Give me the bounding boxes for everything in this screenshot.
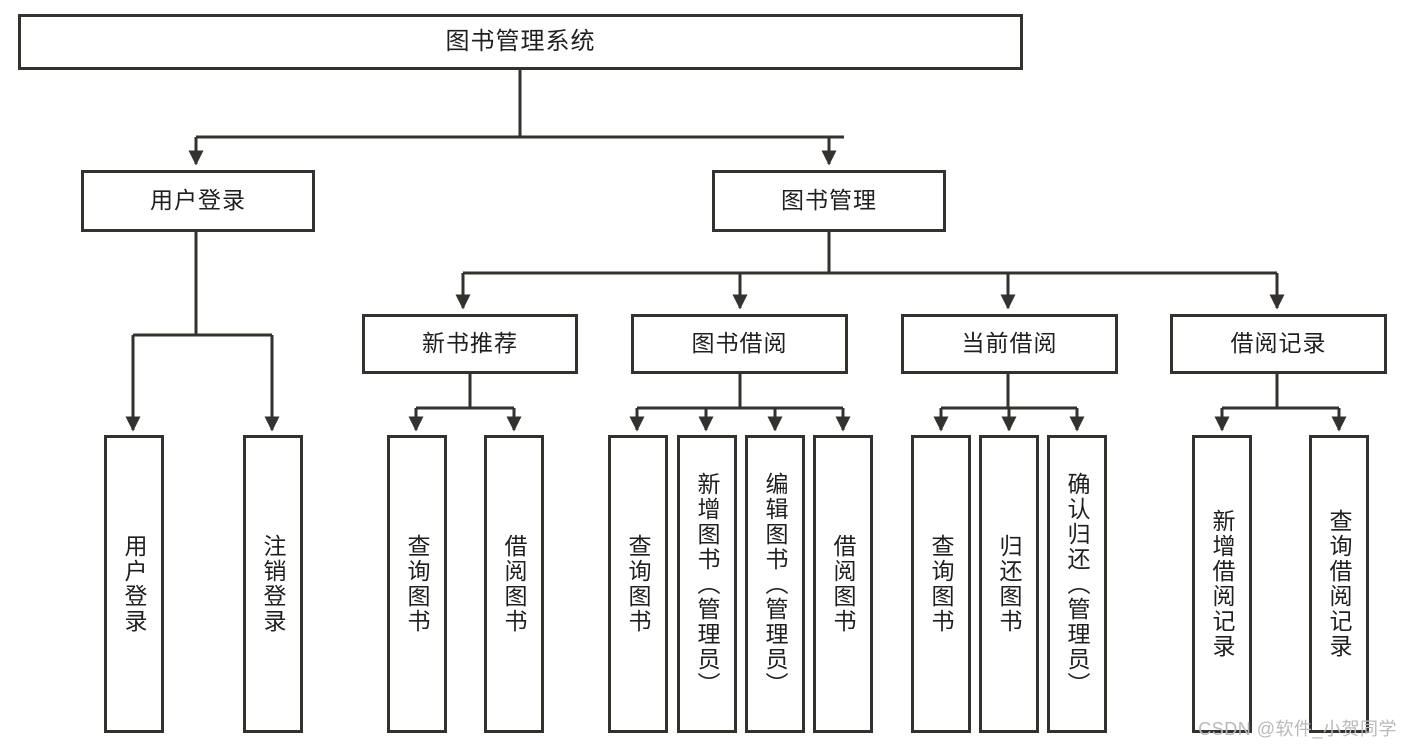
node-label: 图书管理: [781, 187, 877, 214]
node-label: 编辑图书（管理员）: [762, 471, 789, 697]
node-label: 借阅图书: [830, 534, 857, 634]
node-leaf-edit-book[interactable]: 编辑图书（管理员）: [745, 435, 805, 733]
node-leaf-query-book-1[interactable]: 查询图书: [387, 435, 447, 733]
node-leaf-confirm-return[interactable]: 确认归还（管理员）: [1047, 435, 1107, 733]
node-leaf-user-logout[interactable]: 注销登录: [243, 435, 303, 733]
node-leaf-add-book[interactable]: 新增图书（管理员）: [677, 435, 737, 733]
node-book-borrow[interactable]: 图书借阅: [631, 314, 848, 374]
node-leaf-borrow-book-2[interactable]: 借阅图书: [813, 435, 873, 733]
node-label: 新增借阅记录: [1209, 509, 1236, 659]
csdn-watermark: CSDN @软件_小贺同学: [1198, 719, 1397, 739]
node-label: 查询借阅记录: [1326, 509, 1353, 659]
node-label: 图书借阅: [691, 330, 788, 357]
node-label: 新书推荐: [422, 330, 518, 357]
node-label: 归还图书: [996, 534, 1023, 634]
node-borrow-record[interactable]: 借阅记录: [1170, 314, 1387, 374]
node-user-login[interactable]: 用户登录: [81, 170, 315, 232]
node-label: 用户登录: [121, 534, 148, 634]
node-label: 注销登录: [260, 534, 287, 634]
node-label: 用户登录: [150, 187, 246, 214]
node-leaf-query-book-3[interactable]: 查询图书: [911, 435, 971, 733]
node-book-management-system[interactable]: 图书管理系统: [18, 14, 1023, 70]
node-leaf-add-record[interactable]: 新增借阅记录: [1192, 435, 1252, 733]
node-label: 新增图书（管理员）: [694, 471, 721, 697]
node-label: 确认归还（管理员）: [1064, 471, 1091, 697]
node-book-management[interactable]: 图书管理: [712, 170, 946, 232]
node-label: 查询图书: [625, 534, 652, 634]
node-current-borrow[interactable]: 当前借阅: [901, 314, 1118, 374]
node-label: 查询图书: [404, 534, 431, 634]
node-label: 借阅记录: [1230, 330, 1327, 357]
node-label: 图书管理系统: [445, 27, 596, 55]
node-leaf-return-book[interactable]: 归还图书: [979, 435, 1039, 733]
node-label: 查询图书: [928, 534, 955, 634]
node-label: 当前借阅: [961, 330, 1058, 357]
node-leaf-user-login[interactable]: 用户登录: [104, 435, 164, 733]
node-label: 借阅图书: [501, 534, 528, 634]
node-new-book-recommend[interactable]: 新书推荐: [362, 314, 578, 374]
node-leaf-query-record[interactable]: 查询借阅记录: [1309, 435, 1369, 733]
node-leaf-query-book-2[interactable]: 查询图书: [608, 435, 668, 733]
node-leaf-borrow-book-1[interactable]: 借阅图书: [484, 435, 544, 733]
